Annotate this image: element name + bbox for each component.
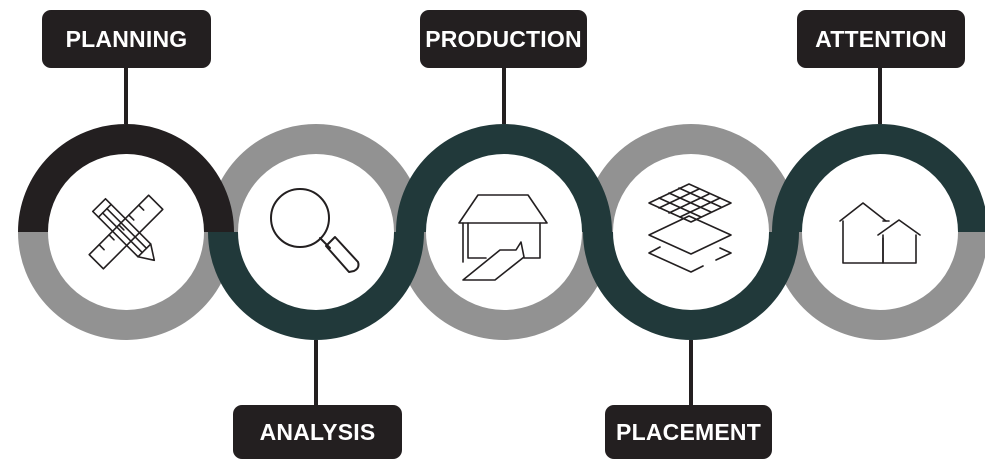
label-production: PRODUCTION — [420, 10, 587, 68]
label-attention: ATTENTION — [797, 10, 965, 68]
ring-production-upper — [396, 124, 612, 232]
ring-planning-upper — [18, 124, 234, 232]
pencil-ruler-icon — [88, 194, 164, 270]
label-planning: PLANNING — [42, 10, 211, 68]
rings — [18, 124, 985, 340]
magnifier-icon — [270, 188, 360, 273]
ring-production-lower — [396, 232, 612, 340]
house-blueprint-icon — [458, 194, 548, 281]
ring-attention-lower — [772, 232, 985, 340]
ring-placement-upper — [583, 124, 799, 232]
label-analysis: ANALYSIS — [233, 405, 402, 459]
ring-planning-lower — [18, 232, 234, 340]
ring-attention-upper — [772, 124, 985, 232]
ring-analysis-lower — [208, 232, 424, 340]
label-placement: PLACEMENT — [605, 405, 772, 459]
ring-analysis-upper — [208, 124, 424, 232]
houses-icon — [839, 202, 921, 264]
layers-grid-icon — [648, 183, 732, 273]
ring-placement-lower — [583, 232, 799, 340]
